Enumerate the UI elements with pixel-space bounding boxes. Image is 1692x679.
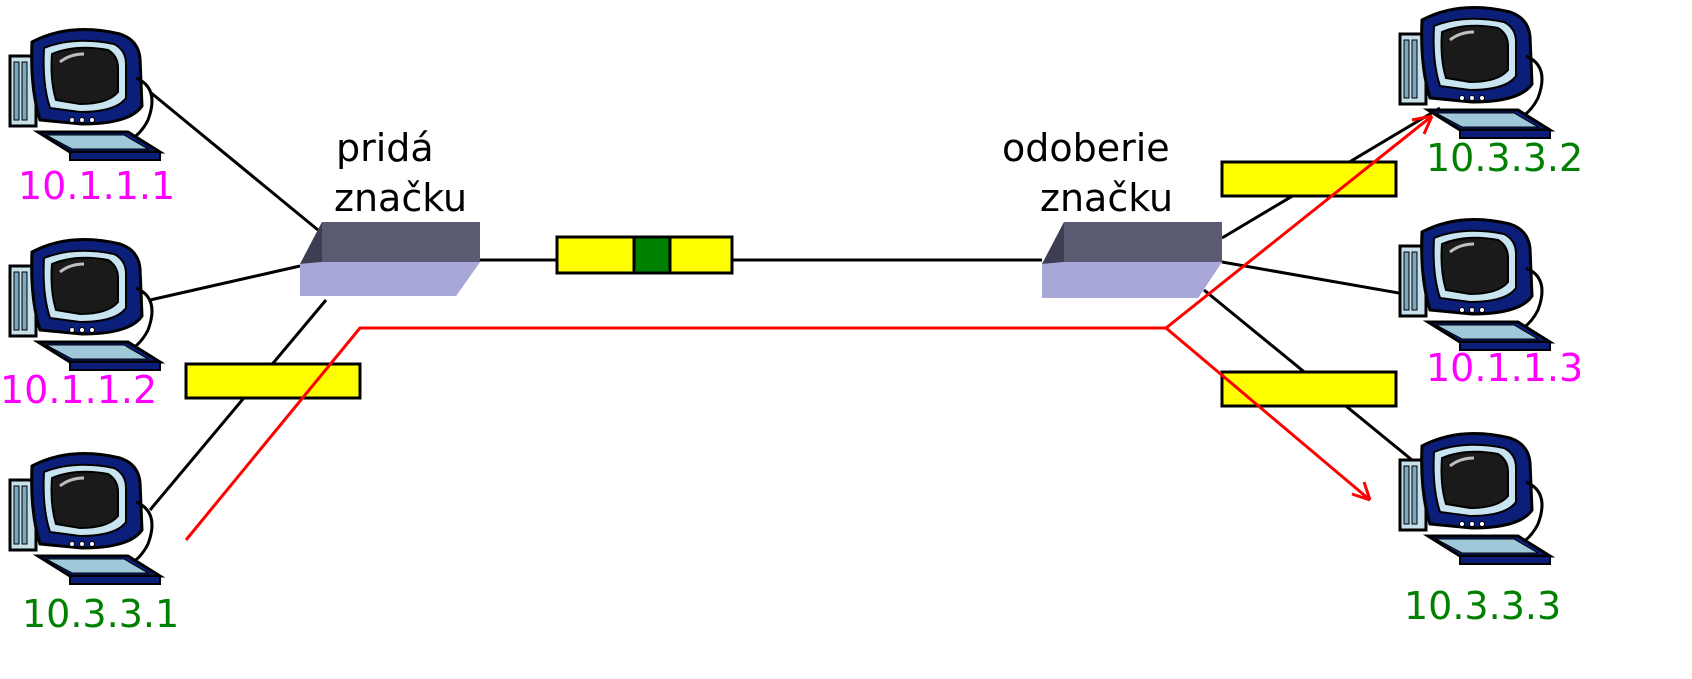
left-switch-label-line2: značku <box>334 176 468 220</box>
computer-icon <box>8 452 162 586</box>
right-switch-icon <box>1042 222 1222 298</box>
link-10-1-1-2 <box>149 264 301 302</box>
right-switch-label-line2: značku <box>1040 176 1174 220</box>
arrow-icon <box>1411 114 1434 135</box>
link-10-1-1-1 <box>149 90 319 232</box>
host-label-10-1-1-2: 10.1.1.2 <box>0 368 158 412</box>
right-switch-label-line1: odoberie <box>1002 126 1170 170</box>
tagged-frame <box>555 235 734 275</box>
computer-icon <box>8 28 162 162</box>
host-label-10-1-1-3: 10.1.1.3 <box>1426 346 1584 390</box>
computer-icon <box>1398 218 1552 352</box>
link-10-3-3-1 <box>148 299 328 511</box>
host-label-10-3-3-2: 10.3.3.2 <box>1426 136 1584 180</box>
tag-icon <box>632 235 672 275</box>
left-switch-label-line1: pridá <box>336 126 434 170</box>
arrow-icon <box>1351 481 1372 502</box>
link-10-1-1-3 <box>1221 260 1411 297</box>
left-switch-icon <box>300 222 480 296</box>
frame-path <box>184 114 1433 541</box>
frame-left-untagged <box>184 362 362 400</box>
frame-right-bottom-untagged <box>1220 370 1398 408</box>
computer-icon <box>1398 432 1552 566</box>
host-label-10-3-3-1: 10.3.3.1 <box>22 592 180 636</box>
computer-icon <box>8 238 162 372</box>
host-label-10-1-1-1: 10.1.1.1 <box>18 164 176 208</box>
host-label-10-3-3-3: 10.3.3.3 <box>1404 584 1562 628</box>
